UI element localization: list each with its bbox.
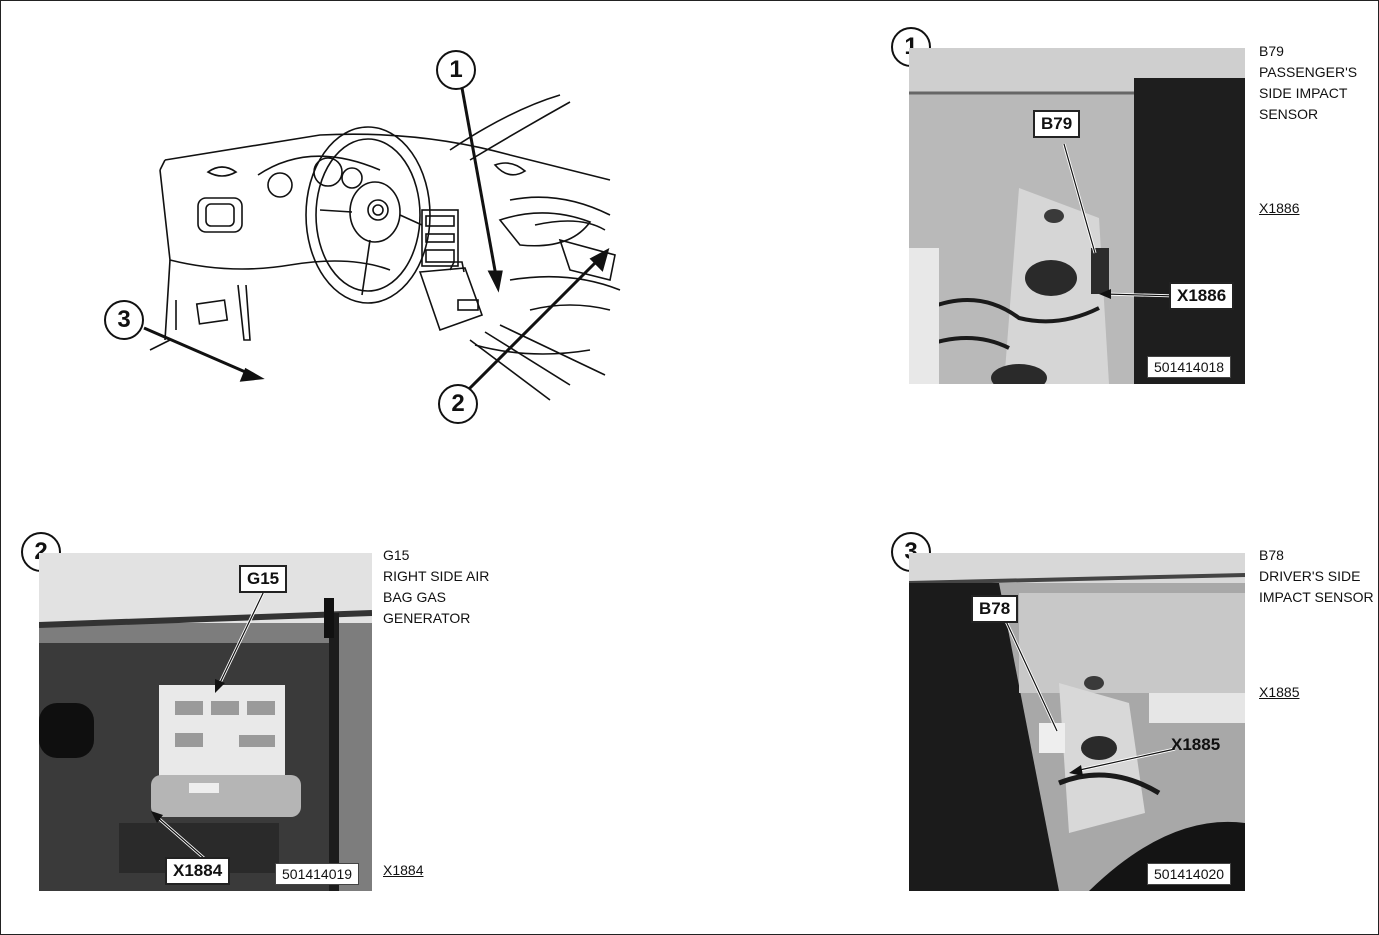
panel2-photo-art — [39, 553, 372, 891]
panel1-photo: B79 X1886 501414018 — [909, 48, 1245, 384]
panel1-callout-x1886: X1886 — [1169, 282, 1235, 310]
overview-marker-3: 3 — [104, 300, 144, 340]
panel3-callout-b78: B78 — [971, 595, 1019, 623]
panel1-connector-label: X1886 — [1259, 200, 1300, 216]
panel1-part-number: 501414018 — [1147, 356, 1232, 378]
panel3-callout-x1885: X1885 — [1171, 735, 1221, 754]
panel3-desc-line: IMPACT SENSOR — [1259, 589, 1374, 605]
overview-illustration: 1 2 3 — [90, 40, 630, 440]
panel3-desc-line: DRIVER'S SIDE — [1259, 568, 1361, 584]
panel3-component-code: B78 — [1259, 547, 1284, 563]
panel3-photo-art — [909, 553, 1245, 891]
panel1-photo-art — [909, 48, 1245, 384]
panel2-connector-label: X1884 — [383, 862, 424, 878]
panel2-desc-line: RIGHT SIDE AIR — [383, 568, 490, 584]
panel3-description: B78 DRIVER'S SIDE IMPACT SENSOR — [1259, 545, 1374, 608]
panel2-callout-g15: G15 — [239, 565, 288, 593]
panel2-desc-line: BAG GAS — [383, 589, 447, 605]
panel2-part-number: 501414019 — [275, 863, 360, 885]
panel1-desc-line: SIDE IMPACT — [1259, 85, 1348, 101]
panel1-callout-b79: B79 — [1033, 110, 1081, 138]
panel1-desc-line: SENSOR — [1259, 106, 1319, 122]
panel3-photo: B78 X1885 501414020 — [909, 553, 1245, 891]
panel2-callout-x1884: X1884 — [165, 857, 231, 885]
panel3-connector-label: X1885 — [1259, 684, 1300, 700]
overview-marker-2: 2 — [438, 384, 478, 424]
overview-marker-1: 1 — [436, 50, 476, 90]
car-interior-drawing — [143, 87, 621, 401]
panel3-part-number: 501414020 — [1147, 863, 1232, 885]
panel2-photo: G15 X1884 501414019 — [39, 553, 372, 891]
panel1-desc-line: PASSENGER'S — [1259, 64, 1358, 80]
panel1-component-code: B79 — [1259, 43, 1284, 59]
panel2-desc-line: GENERATOR — [383, 610, 471, 626]
panel2-description: G15 RIGHT SIDE AIR BAG GAS GENERATOR — [383, 545, 489, 629]
panel2-component-code: G15 — [383, 547, 410, 563]
panel1-description: B79 PASSENGER'S SIDE IMPACT SENSOR — [1259, 41, 1357, 125]
